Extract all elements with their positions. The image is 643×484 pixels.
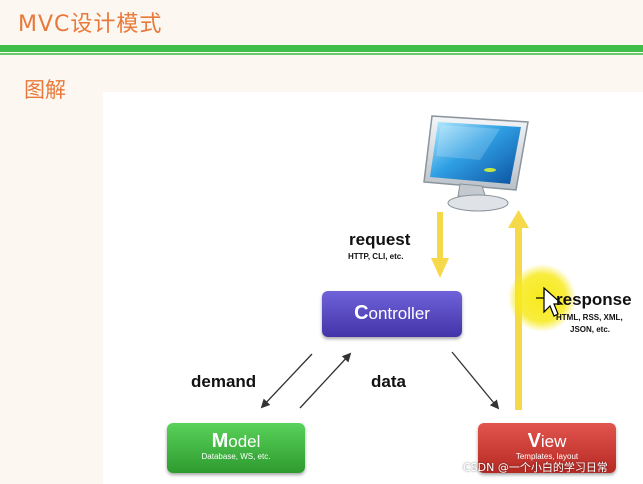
- mouse-cursor-icon: [536, 286, 564, 317]
- response-sub-label-1: HTML, RSS, XML,: [556, 313, 623, 322]
- request-label: request: [349, 230, 411, 249]
- view-box: View Templates, layout: [478, 423, 616, 473]
- model-box: Model Database, WS, etc.: [167, 423, 305, 473]
- title-divider: [0, 45, 643, 52]
- section-heading: 图解: [24, 78, 66, 102]
- controller-to-view-arrow: [451, 351, 500, 410]
- demand-label: demand: [191, 372, 257, 391]
- model-sub-label: Database, WS, etc.: [201, 452, 271, 461]
- data-arrow: [299, 352, 352, 409]
- request-sub-label: HTTP, CLI, etc.: [348, 252, 404, 261]
- slide-title: MVC设计模式: [18, 12, 163, 37]
- view-label: View: [527, 430, 567, 452]
- controller-label: Controller: [354, 302, 430, 324]
- title-divider-thin: [0, 53, 643, 55]
- data-label: data: [371, 372, 406, 391]
- request-arrow: [431, 212, 449, 278]
- slide-header: MVC设计模式: [0, 0, 643, 46]
- csdn-watermark: CSDN @一个小白的学习日常: [463, 461, 608, 474]
- controller-box: Controller: [322, 291, 462, 337]
- response-sub-label-2: JSON, etc.: [570, 325, 611, 334]
- demand-arrow: [260, 353, 313, 409]
- view-sub-label: Templates, layout: [515, 452, 579, 461]
- model-label: Model: [211, 430, 261, 452]
- monitor-icon: [423, 115, 529, 212]
- response-label: response: [556, 290, 632, 309]
